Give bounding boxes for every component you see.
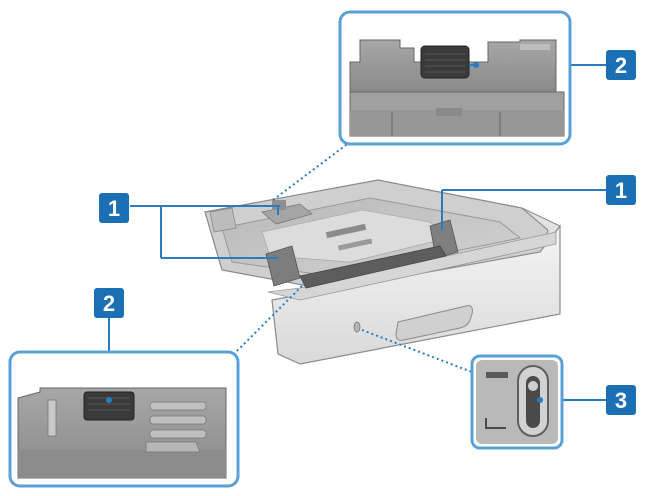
callout-1-left: 1: [99, 193, 129, 223]
callout-3-label: 3: [615, 388, 627, 413]
callout-2-top: 2: [606, 50, 636, 80]
paper-guide-lever-icon: [83, 391, 135, 421]
right-inset-detail: [470, 354, 564, 450]
callout-2-left-label: 2: [103, 291, 115, 316]
callout-2-top-label: 2: [615, 53, 627, 78]
callout-3: 3: [606, 385, 636, 415]
paper-drawer: [204, 179, 561, 365]
callout-1-right-label: 1: [615, 178, 627, 203]
callout-2-left: 2: [94, 288, 124, 318]
callout-1-right: 1: [606, 175, 636, 205]
callout-1-left-label: 1: [108, 196, 120, 221]
left-inset-detail: [8, 350, 240, 488]
top-inset-detail: [338, 10, 572, 146]
paper-size-dial-icon: [420, 45, 470, 79]
dotted-connectors: [235, 141, 473, 373]
